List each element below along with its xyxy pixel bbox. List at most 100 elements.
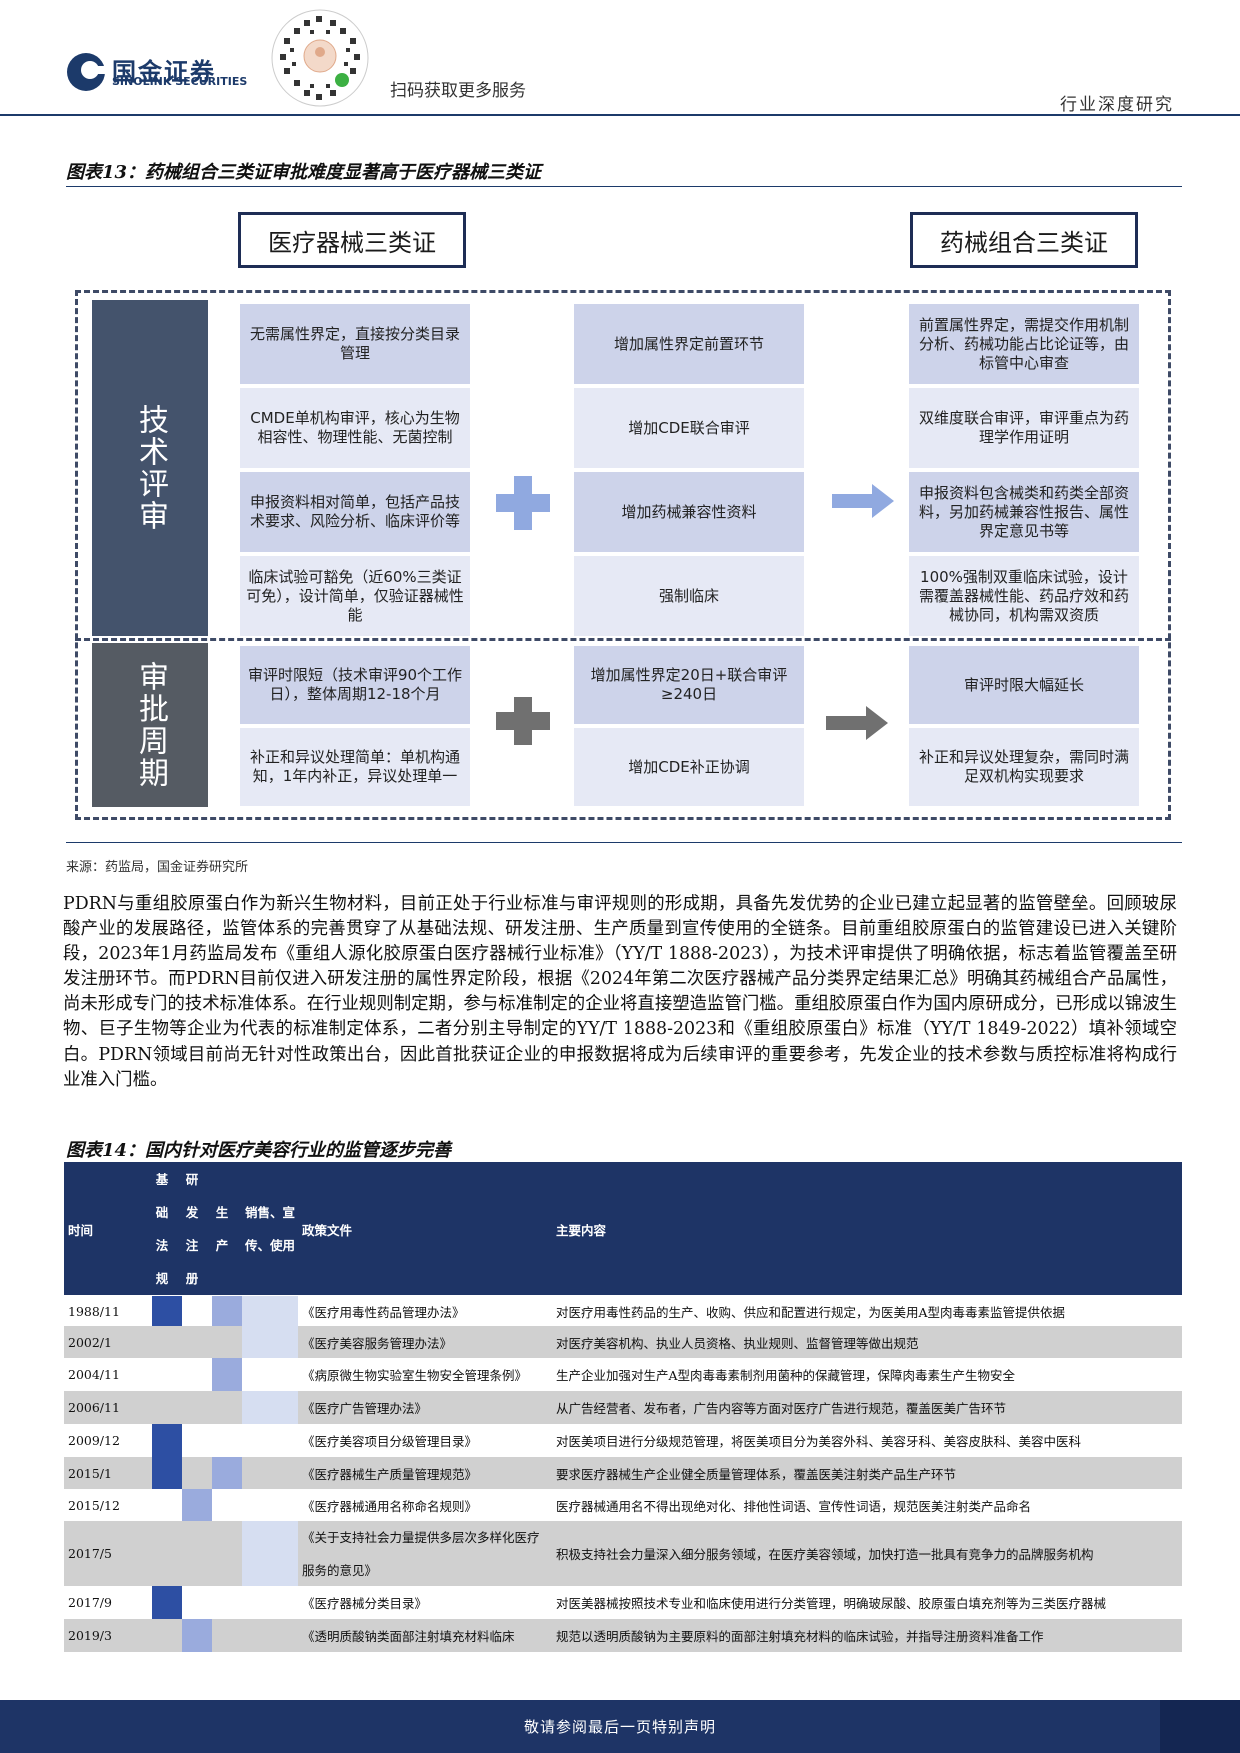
arrow-right-blue-icon bbox=[832, 484, 894, 518]
tech-mid-cell-2: 增加CDE联合审评 bbox=[574, 388, 804, 468]
period-left-cell-2: 补正和异议处理简单：单机构通知，1年内补正，异议处理单一 bbox=[240, 728, 470, 806]
cell-content: 生产企业加强对生产A型肉毒毒素制剂用菌种的保藏管理，保障肉毒素生产生物安全 bbox=[556, 1368, 1016, 1383]
tech-mid-cell-3: 增加药械兼容性资料 bbox=[574, 472, 804, 552]
th-production: 生产 bbox=[215, 1205, 229, 1253]
category-marker bbox=[152, 1296, 182, 1326]
category-marker bbox=[152, 1586, 182, 1619]
category-marker bbox=[182, 1619, 212, 1652]
footer-accent bbox=[1160, 1700, 1240, 1753]
cell-content: 对医美器械按照技术专业和临床使用进行分类管理，明确玻尿酸、胶原蛋白填充剂等为三类… bbox=[556, 1596, 1107, 1611]
cell-policy: 《医疗美容服务管理办法》 bbox=[302, 1335, 453, 1351]
cell-policy: 《关于支持社会力量提供多层次多样化医疗服务的意见》 bbox=[302, 1529, 540, 1578]
th-content: 主要内容 bbox=[556, 1223, 607, 1238]
category-marker bbox=[212, 1358, 242, 1391]
table-row bbox=[64, 1424, 1182, 1457]
cell-policy: 《医疗用毒性药品管理办法》 bbox=[302, 1304, 465, 1320]
footer-bar bbox=[0, 1700, 1240, 1753]
cell-time: 2017/5 bbox=[68, 1546, 112, 1561]
th-rd-registration: 研发注册 bbox=[185, 1172, 199, 1286]
cell-content: 医疗器械通用名不得出现绝对化、排他性词语、宣传性词语，规范医美注射类产品命名 bbox=[556, 1498, 1032, 1514]
cell-time: 2004/11 bbox=[68, 1367, 120, 1382]
table-row bbox=[64, 1457, 1182, 1489]
cell-time: 2015/12 bbox=[68, 1497, 120, 1513]
tech-mid-cell-4: 强制临床 bbox=[574, 556, 804, 636]
figure14-title: 图表14：国内针对医疗美容行业的监管逐步完善 bbox=[66, 1140, 452, 1161]
category-marker bbox=[182, 1489, 212, 1521]
approval-period-label: 审批周期 bbox=[92, 643, 208, 807]
drug-device-combo-class3-header: 药械组合三类证 bbox=[910, 212, 1138, 268]
figure13-bottom-rule bbox=[66, 842, 1182, 843]
plus-blue-icon bbox=[496, 476, 550, 530]
technical-review-label: 技术评审 bbox=[92, 300, 208, 636]
qr-caption: 扫码获取更多服务 bbox=[390, 81, 526, 101]
qr-code-icon bbox=[271, 9, 369, 107]
category-marker bbox=[152, 1457, 182, 1489]
cell-time: 1988/11 bbox=[68, 1303, 120, 1319]
logo-chinese-name: 国金证券 bbox=[112, 58, 216, 86]
cell-policy: 《医疗广告管理办法》 bbox=[302, 1401, 428, 1416]
category-marker bbox=[242, 1296, 298, 1326]
tech-right-cell-2: 双维度联合审评，审评重点为药理学作用证明 bbox=[909, 388, 1139, 468]
footer-disclaimer: 敬请参阅最后一页特别声明 bbox=[523, 1718, 716, 1736]
cell-policy: 《病原微生物实验室生物安全管理条例》 bbox=[302, 1368, 528, 1383]
figure13-source: 来源：药监局，国金证券研究所 bbox=[66, 860, 249, 875]
th-policy: 政策文件 bbox=[302, 1223, 353, 1238]
period-mid-cell-2: 增加CDE补正协调 bbox=[574, 728, 804, 806]
category-marker bbox=[242, 1521, 298, 1586]
table-row bbox=[64, 1489, 1182, 1521]
cell-time: 2019/3 bbox=[68, 1628, 112, 1643]
th-basic-law: 基础法规 bbox=[155, 1172, 169, 1286]
cell-time: 2009/12 bbox=[68, 1433, 120, 1448]
cell-time: 2017/9 bbox=[68, 1595, 112, 1610]
medical-device-class3-header: 医疗器械三类证 bbox=[238, 212, 466, 268]
tech-mid-cell-1: 增加属性界定前置环节 bbox=[574, 304, 804, 384]
tech-left-cell-4: 临床试验可豁免（近60%三类证可免），设计简单，仅验证器械性能 bbox=[240, 556, 470, 636]
th-time: 时间 bbox=[68, 1223, 94, 1238]
cell-policy: 《透明质酸钠类面部注射填充材料临床 bbox=[302, 1629, 515, 1644]
cell-time: 2015/1 bbox=[68, 1465, 112, 1481]
th-sales-promotion-use: 销售、宣传、使用 bbox=[244, 1205, 295, 1253]
cell-content: 对医疗美容机构、执业人员资格、执业规则、监督管理等做出规范 bbox=[556, 1335, 919, 1351]
tech-left-cell-1: 无需属性界定，直接按分类目录管理 bbox=[240, 304, 470, 384]
period-mid-cell-1: 增加属性界定20日+联合审评≥240日 bbox=[574, 646, 804, 724]
category-marker bbox=[212, 1296, 242, 1326]
tech-left-cell-2: CMDE单机构审评，核心为生物相容性、物理性能、无菌控制 bbox=[240, 388, 470, 468]
report-type-label: 行业深度研究 bbox=[1060, 95, 1174, 115]
period-right-cell-2: 补正和异议处理复杂，需同时满足双机构实现要求 bbox=[909, 728, 1139, 806]
cell-content: 对医疗用毒性药品的生产、收购、供应和配置进行规定，为医美用A型肉毒毒素监管提供依… bbox=[556, 1304, 1066, 1320]
table-row bbox=[64, 1358, 1182, 1391]
table-header bbox=[64, 1162, 1182, 1295]
arrow-right-gray-icon bbox=[826, 706, 888, 740]
tech-right-cell-4: 100%强制双重临床试验，设计需覆盖器械性能、药品疗效和药械协同，机构需双资质 bbox=[909, 556, 1139, 636]
cell-content: 从广告经营者、发布者，广告内容等方面对医疗广告进行规范，覆盖医美广告环节 bbox=[556, 1401, 1007, 1416]
comparison-dashed-divider bbox=[75, 638, 1171, 641]
cell-content: 要求医疗器械生产企业健全质量管理体系，覆盖医美注射类产品生产环节 bbox=[556, 1466, 957, 1482]
cell-time: 2006/11 bbox=[68, 1400, 120, 1415]
body-paragraph: PDRN与重组胶原蛋白作为新兴生物材料，目前正处于行业标准与审评规则的形成期，具… bbox=[63, 894, 1177, 1090]
figure13-top-rule bbox=[66, 186, 1182, 187]
cell-policy: 《医疗器械生产质量管理规范》 bbox=[302, 1466, 478, 1482]
category-marker bbox=[152, 1424, 182, 1457]
tech-right-cell-1: 前置属性界定，需提交作用机制分析、药械功能占比论证等，由标管中心审查 bbox=[909, 304, 1139, 384]
logo-english-name: SINOLINK SECURITIES bbox=[112, 75, 248, 88]
table-row bbox=[64, 1619, 1182, 1652]
cell-policy: 《医疗器械通用名称命名规则》 bbox=[302, 1498, 478, 1514]
period-left-cell-1: 审评时限短（技术审评90个工作日），整体周期12-18个月 bbox=[240, 646, 470, 724]
period-right-cell-1: 审评时限大幅延长 bbox=[909, 646, 1139, 724]
category-marker bbox=[242, 1326, 298, 1358]
tech-right-cell-3: 申报资料包含械类和药类全部资料，另加药械兼容性报告、属性界定意见书等 bbox=[909, 472, 1139, 552]
plus-gray-icon bbox=[496, 697, 550, 745]
table-row bbox=[64, 1586, 1182, 1619]
category-marker bbox=[212, 1457, 242, 1489]
cell-content: 对医美项目进行分级规范管理，将医美项目分为美容外科、美容牙科、美容皮肤科、美容中… bbox=[556, 1434, 1082, 1449]
sinolink-logo-icon bbox=[67, 53, 106, 91]
header-divider bbox=[0, 114, 1240, 116]
cell-policy: 《医疗器械分类目录》 bbox=[302, 1596, 428, 1611]
cell-content: 积极支持社会力量深入细分服务领域，在医疗美容领域，加快打造一批具有竞争力的品牌服… bbox=[556, 1547, 1094, 1562]
comparison-dashed-frame bbox=[75, 290, 1171, 820]
cell-content: 规范以透明质酸钠为主要原料的面部注射填充材料的临床试验，并指导注册资料准备工作 bbox=[556, 1629, 1044, 1644]
figure13-title: 图表13：药械组合三类证审批难度显著高于医疗器械三类证 bbox=[66, 162, 542, 183]
cell-policy: 《医疗美容项目分级管理目录》 bbox=[302, 1434, 478, 1449]
category-marker bbox=[242, 1391, 298, 1424]
cell-time: 2002/1 bbox=[68, 1334, 112, 1350]
